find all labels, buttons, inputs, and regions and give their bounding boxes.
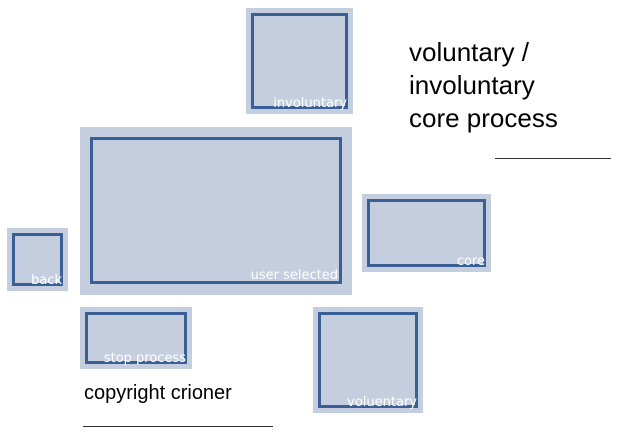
back-tile[interactable]: back	[7, 228, 68, 291]
title-line-1: voluntary /	[409, 37, 529, 67]
core-tile[interactable]: core	[362, 194, 491, 272]
stop-process-label: stop process	[103, 351, 186, 366]
copyright-underline	[83, 426, 273, 427]
user-selected-tile[interactable]: user selected	[80, 127, 352, 295]
user-selected-label: user selected	[250, 268, 338, 283]
title-line-2: involuntary	[409, 70, 535, 100]
involuntary-label: involuntary	[273, 96, 347, 111]
title-underline	[495, 158, 611, 159]
core-box	[367, 199, 486, 267]
back-box	[12, 233, 63, 286]
copyright-text: copyright crioner	[84, 382, 232, 404]
back-label: back	[31, 273, 62, 288]
involuntary-tile[interactable]: involuntary	[246, 8, 353, 114]
stop-process-tile[interactable]: stop process	[80, 307, 192, 369]
voluentary-tile[interactable]: voluentary	[313, 307, 423, 413]
voluentary-label: voluentary	[347, 395, 417, 410]
diagram-title: voluntary / involuntary core process	[409, 36, 558, 135]
voluentary-box	[318, 312, 418, 408]
core-label: core	[456, 254, 485, 269]
stop-process-box	[85, 312, 187, 364]
title-line-3: core process	[409, 103, 558, 133]
user-selected-box	[90, 137, 342, 284]
involuntary-box	[251, 13, 348, 109]
